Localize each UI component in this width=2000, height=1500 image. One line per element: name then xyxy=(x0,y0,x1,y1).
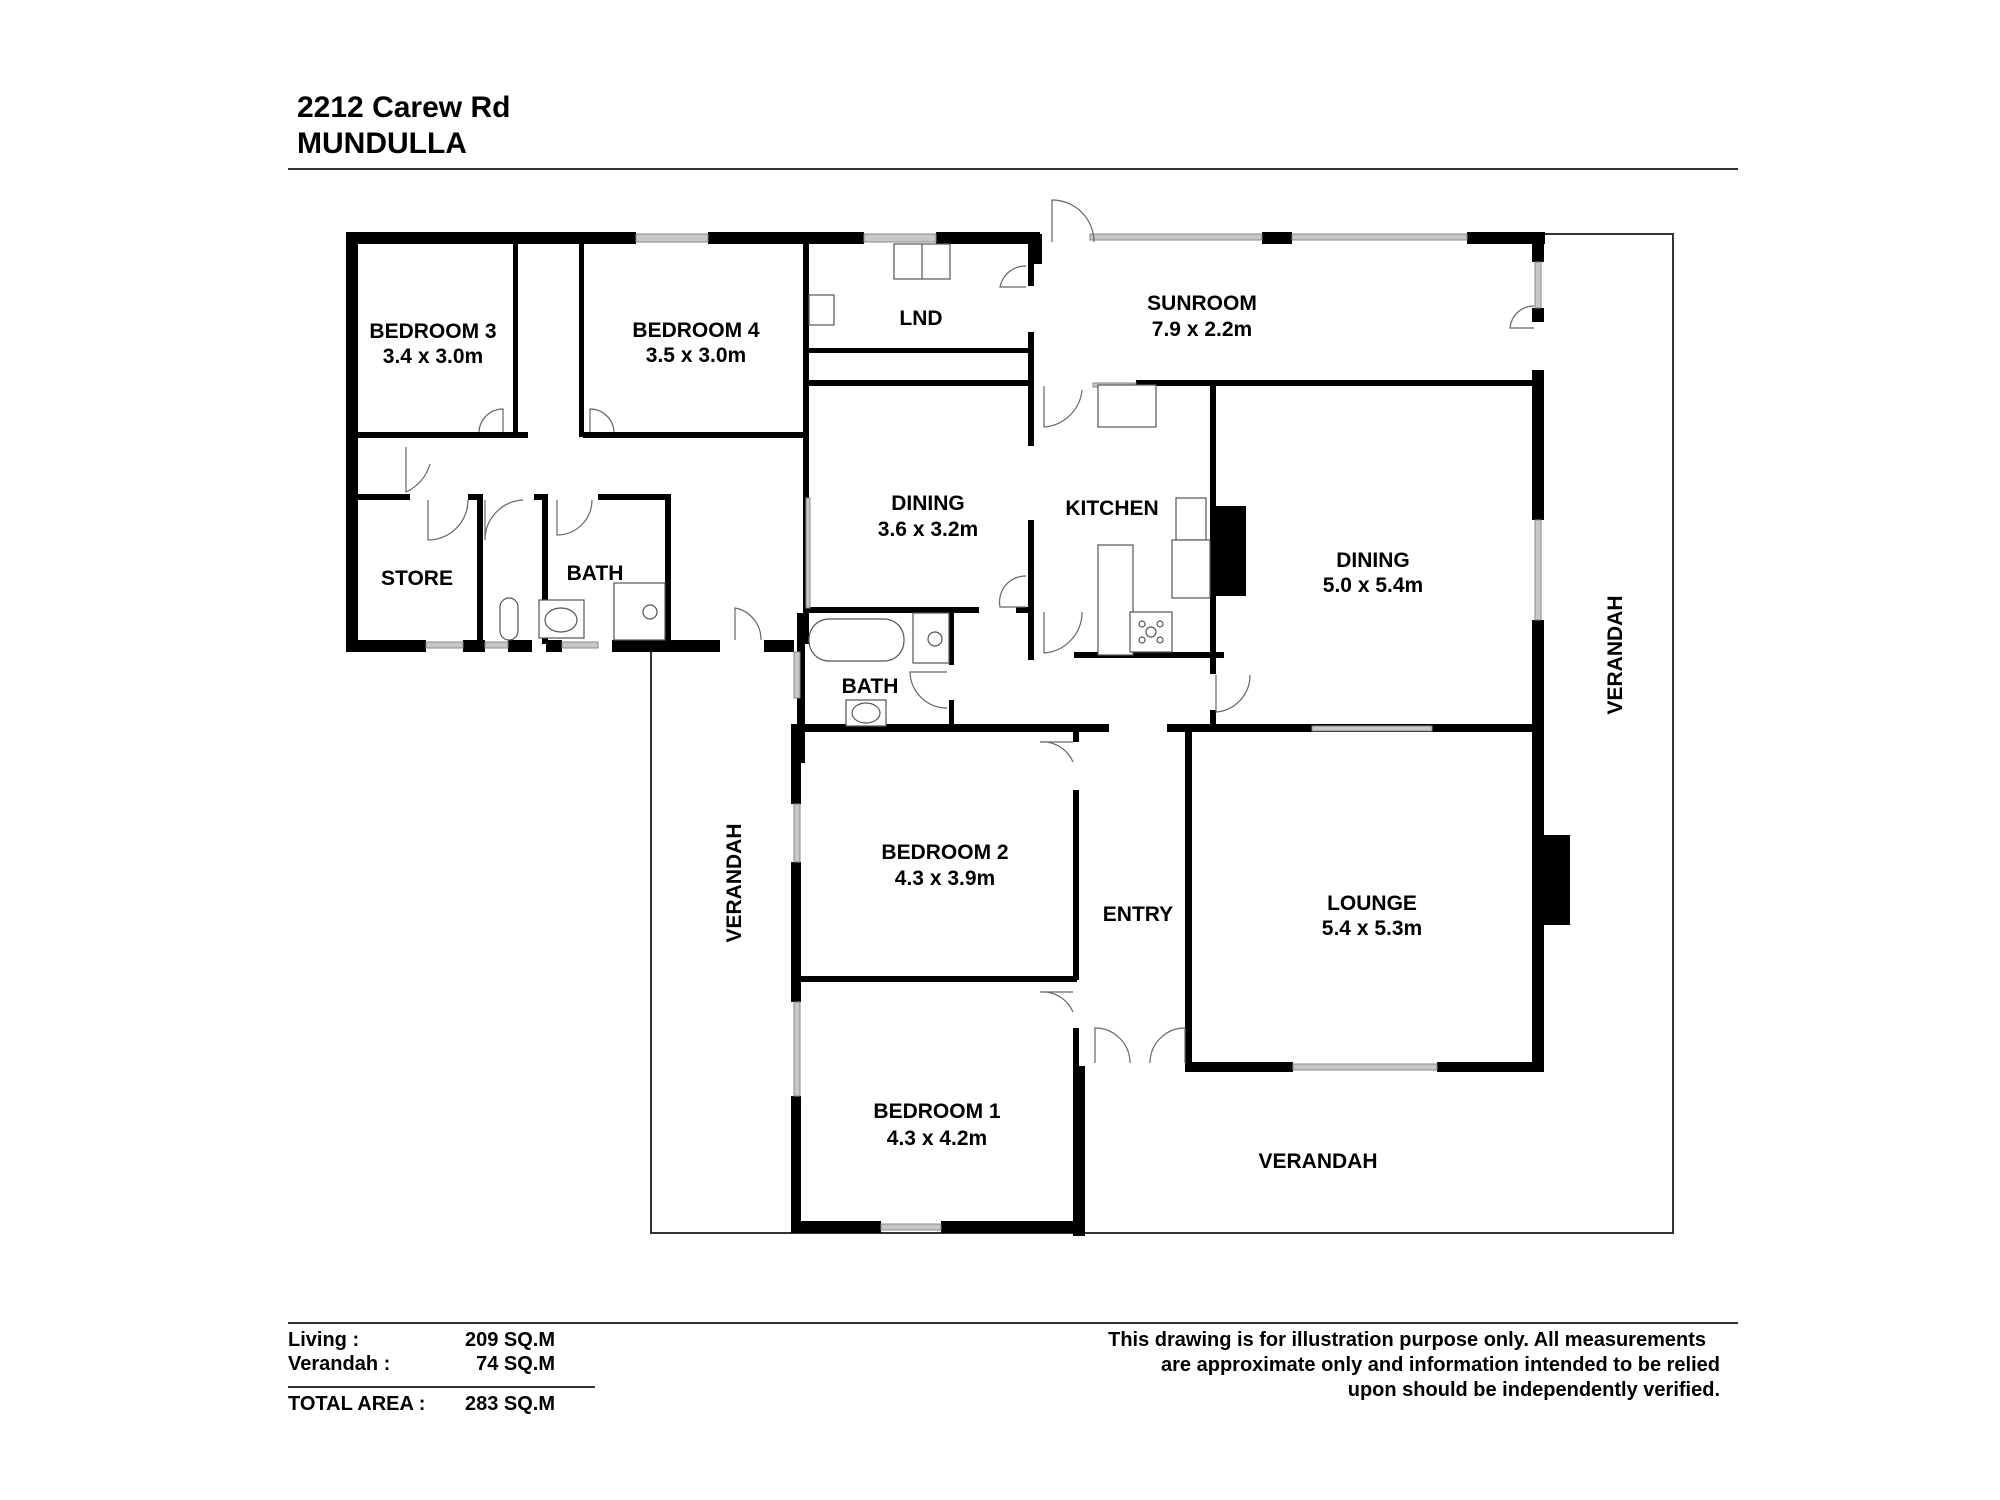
door-swings xyxy=(405,199,1535,1064)
room-size-bedroom4: 3.5 x 3.0m xyxy=(646,344,746,367)
room-size-bedroom2: 4.3 x 3.9m xyxy=(895,867,995,890)
room-size-sunroom: 7.9 x 2.2m xyxy=(1152,318,1252,341)
room-name-dining-large: DINING xyxy=(1336,549,1410,572)
basin-upper-icon xyxy=(544,607,578,633)
room-name-sunroom: SUNROOM xyxy=(1147,292,1257,315)
header-divider xyxy=(288,168,1738,170)
area-value-total: 283 SQ.M xyxy=(464,1393,555,1415)
room-size-dining-large: 5.0 x 5.4m xyxy=(1323,574,1423,597)
room-labels: BEDROOM 3 3.4 x 3.0m BEDROOM 4 3.5 x 3.0… xyxy=(369,292,1627,1173)
room-name-lounge: LOUNGE xyxy=(1327,892,1417,915)
area-row-verandah: Verandah : 74 SQ.M xyxy=(288,1352,595,1376)
shower-rose-icon xyxy=(642,604,658,620)
address-suburb: MUNDULLA xyxy=(297,127,467,160)
disclaimer: This drawing is for illustration purpose… xyxy=(1000,1328,1720,1403)
area-label-living: Living : xyxy=(288,1329,360,1351)
room-name-bedroom3: BEDROOM 3 xyxy=(369,320,496,343)
laundry-appliance xyxy=(808,294,835,326)
area-value-living: 209 SQ.M xyxy=(464,1329,555,1351)
area-summary: Living : 209 SQ.M Verandah : 74 SQ.M TOT… xyxy=(288,1328,595,1416)
room-name-bedroom1: BEDROOM 1 xyxy=(873,1100,1001,1123)
toilet-icon xyxy=(499,597,519,641)
room-name-verandah-east: VERANDAH xyxy=(1604,595,1627,714)
room-name-verandah-west: VERANDAH xyxy=(723,823,746,942)
room-name-kitchen: KITCHEN xyxy=(1065,497,1158,520)
room-size-bedroom3: 3.4 x 3.0m xyxy=(383,345,483,368)
room-size-bedroom1: 4.3 x 4.2m xyxy=(887,1127,987,1150)
area-divider xyxy=(288,1386,595,1388)
room-size-lounge: 5.4 x 5.3m xyxy=(1322,917,1422,940)
kitchen-island xyxy=(1097,544,1134,656)
footer-divider xyxy=(288,1322,1738,1324)
kitchen-sink-icon xyxy=(1097,384,1157,428)
disclaimer-line1: This drawing is for illustration purpose… xyxy=(1108,1329,1706,1351)
basin-lower-icon xyxy=(851,702,881,724)
oven-icon xyxy=(1171,539,1211,599)
room-name-bedroom2: BEDROOM 2 xyxy=(881,841,1008,864)
area-value-verandah: 74 SQ.M xyxy=(476,1353,555,1375)
disclaimer-line2: are approximate only and information int… xyxy=(1161,1354,1720,1376)
area-row-living: Living : 209 SQ.M xyxy=(288,1328,595,1352)
walls xyxy=(346,232,1570,1236)
room-name-dining-small: DINING xyxy=(891,492,965,515)
room-name-bedroom4: BEDROOM 4 xyxy=(632,319,760,342)
room-name-verandah-south: VERANDAH xyxy=(1258,1150,1377,1173)
room-name-bath-lower: BATH xyxy=(842,675,899,698)
fan-icon xyxy=(1175,497,1207,541)
area-row-total: TOTAL AREA : 283 SQ.M xyxy=(288,1392,595,1416)
room-name-entry: ENTRY xyxy=(1103,903,1173,926)
address-street: 2212 Carew Rd xyxy=(297,91,511,124)
room-name-laundry: LND xyxy=(899,307,942,330)
area-label-total: TOTAL AREA : xyxy=(288,1393,426,1415)
disclaimer-line3: upon should be independently verified. xyxy=(1347,1379,1720,1401)
room-name-bath-upper: BATH xyxy=(567,562,624,585)
area-label-verandah: Verandah : xyxy=(288,1353,391,1375)
fixtures xyxy=(499,243,1211,727)
room-size-dining-small: 3.6 x 3.2m xyxy=(878,518,978,541)
room-name-store: STORE xyxy=(381,567,453,590)
header: 2212 Carew Rd MUNDULLA xyxy=(297,90,510,162)
bathtub-icon xyxy=(808,618,905,662)
windows xyxy=(425,233,1542,1231)
